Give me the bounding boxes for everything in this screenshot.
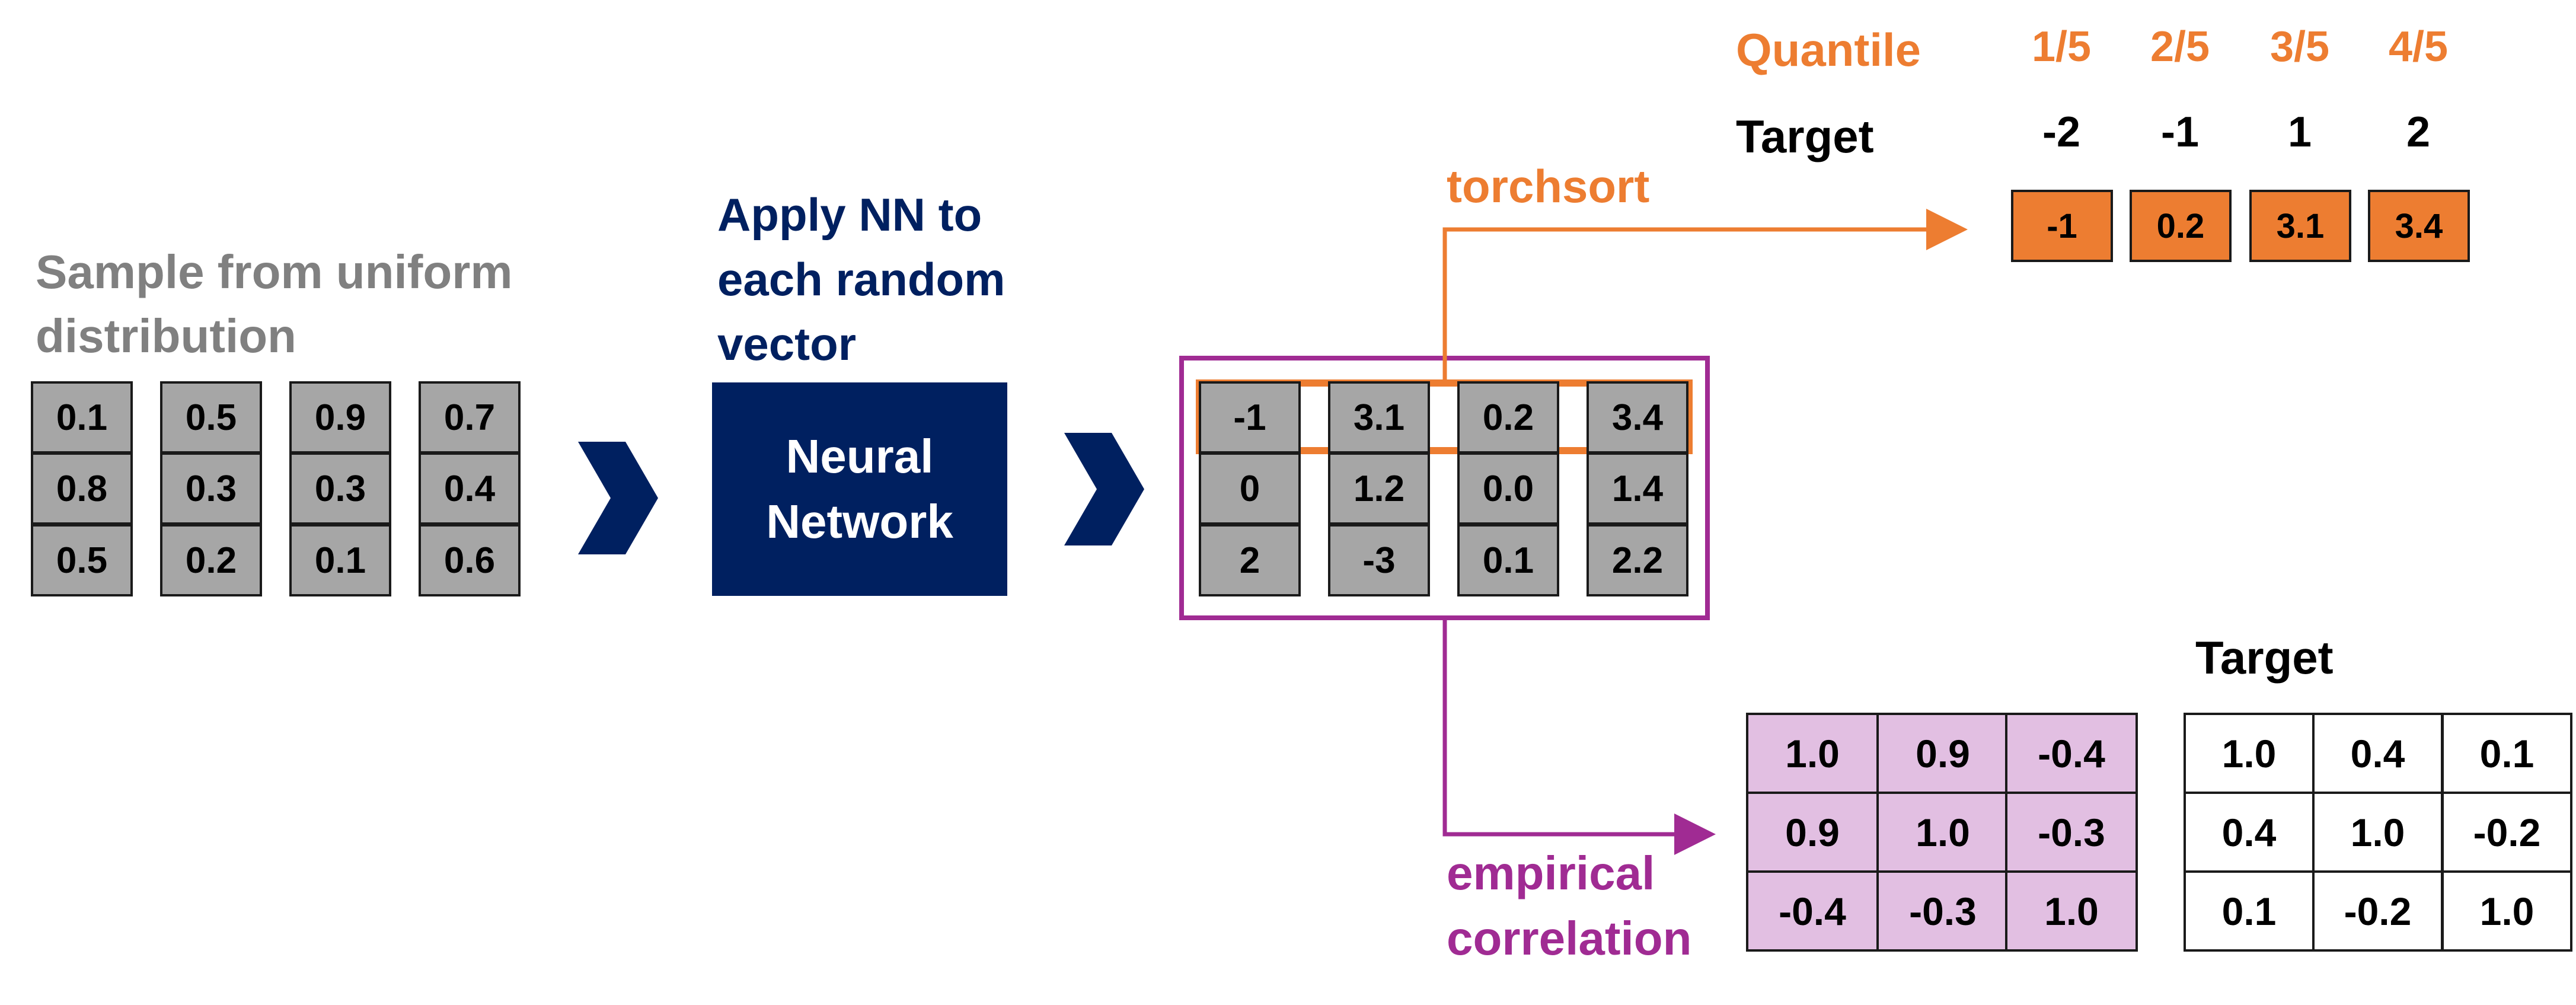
empirical-corr-cell: -0.4 xyxy=(2005,713,2138,794)
target-corr-cell: -0.2 xyxy=(2441,792,2572,873)
empirical-corr-cell: 0.9 xyxy=(1746,792,1879,873)
correlation-label: empirical correlation xyxy=(1447,847,1692,965)
sorted-cell: 3.1 xyxy=(2249,190,2351,262)
output-cell: 2 xyxy=(1199,524,1301,596)
neural-network-box: Neural Network xyxy=(712,382,1007,596)
sample-cell: 0.3 xyxy=(289,452,391,525)
output-cell: 3.1 xyxy=(1328,381,1430,454)
sorted-cell: 3.4 xyxy=(2368,190,2470,262)
torchsort-arrow xyxy=(1442,209,1968,383)
target-corr-cell: 1.0 xyxy=(2312,792,2443,873)
target-quantile-value: 1 xyxy=(2287,109,2312,156)
empirical-corr-cell: -0.3 xyxy=(1876,870,2009,952)
sample-cell: 0.1 xyxy=(289,524,391,596)
target-corr-cell: 1.0 xyxy=(2441,870,2572,952)
sample-cell: 0.8 xyxy=(31,452,133,525)
output-cell: -1 xyxy=(1199,381,1301,454)
target-corr-cell: 0.4 xyxy=(2312,713,2443,794)
sample-title: Sample from uniform distribution xyxy=(36,245,513,362)
chevron-right-icon xyxy=(1064,433,1144,545)
output-cell: 3.4 xyxy=(1587,381,1688,454)
quantile-value: 1/5 xyxy=(2031,23,2092,71)
torchsort-target-label: Target xyxy=(1736,110,1874,162)
sample-cell: 0.3 xyxy=(160,452,262,525)
neural-network-label: Neural Network xyxy=(766,429,953,548)
sample-cell: 0.6 xyxy=(419,524,521,596)
torchsort-label: torchsort xyxy=(1447,160,1650,212)
quantile-value: 4/5 xyxy=(2388,23,2449,71)
empirical-corr-cell: 0.9 xyxy=(1876,713,2009,794)
target-corr-cell: -0.2 xyxy=(2312,870,2443,952)
sorted-cell: -1 xyxy=(2011,190,2113,262)
quantile-value: 3/5 xyxy=(2269,23,2330,71)
output-cell: 0.0 xyxy=(1457,452,1559,525)
empirical-corr-cell: 1.0 xyxy=(1876,792,2009,873)
target-corr-cell: 0.1 xyxy=(2441,713,2572,794)
empirical-corr-cell: 1.0 xyxy=(2005,870,2138,952)
quantile-value: 2/5 xyxy=(2150,23,2210,71)
empirical-corr-cell: 1.0 xyxy=(1746,713,1879,794)
sample-cell: 0.5 xyxy=(31,524,133,596)
sample-cell: 0.2 xyxy=(160,524,262,596)
chevron-right-icon xyxy=(578,442,658,554)
quantile-label: Quantile xyxy=(1736,24,1921,76)
correlation-arrow xyxy=(1442,618,1716,855)
target-corr-cell: 0.1 xyxy=(2184,870,2315,952)
output-cell: 0.2 xyxy=(1457,381,1559,454)
output-cell: 0.1 xyxy=(1457,524,1559,596)
target-quantile-value: -2 xyxy=(2042,109,2081,156)
sample-cell: 0.7 xyxy=(419,381,521,454)
empirical-corr-cell: -0.4 xyxy=(1746,870,1879,952)
sample-cell: 0.4 xyxy=(419,452,521,525)
sample-cell: 0.5 xyxy=(160,381,262,454)
target-quantile-value: 2 xyxy=(2406,109,2431,156)
output-cell: 0 xyxy=(1199,452,1301,525)
target-corr-cell: 1.0 xyxy=(2184,713,2315,794)
output-cell: 1.2 xyxy=(1328,452,1430,525)
sample-cell: 0.1 xyxy=(31,381,133,454)
target-quantile-value: -1 xyxy=(2160,109,2200,156)
correlation-target-label: Target xyxy=(2195,631,2334,684)
nn-caption: Apply NN to each random vector xyxy=(717,189,1005,371)
target-corr-cell: 0.4 xyxy=(2184,792,2315,873)
output-cell: 1.4 xyxy=(1587,452,1688,525)
sample-cell: 0.9 xyxy=(289,381,391,454)
output-cell: 2.2 xyxy=(1587,524,1688,596)
output-cell: -3 xyxy=(1328,524,1430,596)
sorted-cell: 0.2 xyxy=(2130,190,2232,262)
empirical-corr-cell: -0.3 xyxy=(2005,792,2138,873)
